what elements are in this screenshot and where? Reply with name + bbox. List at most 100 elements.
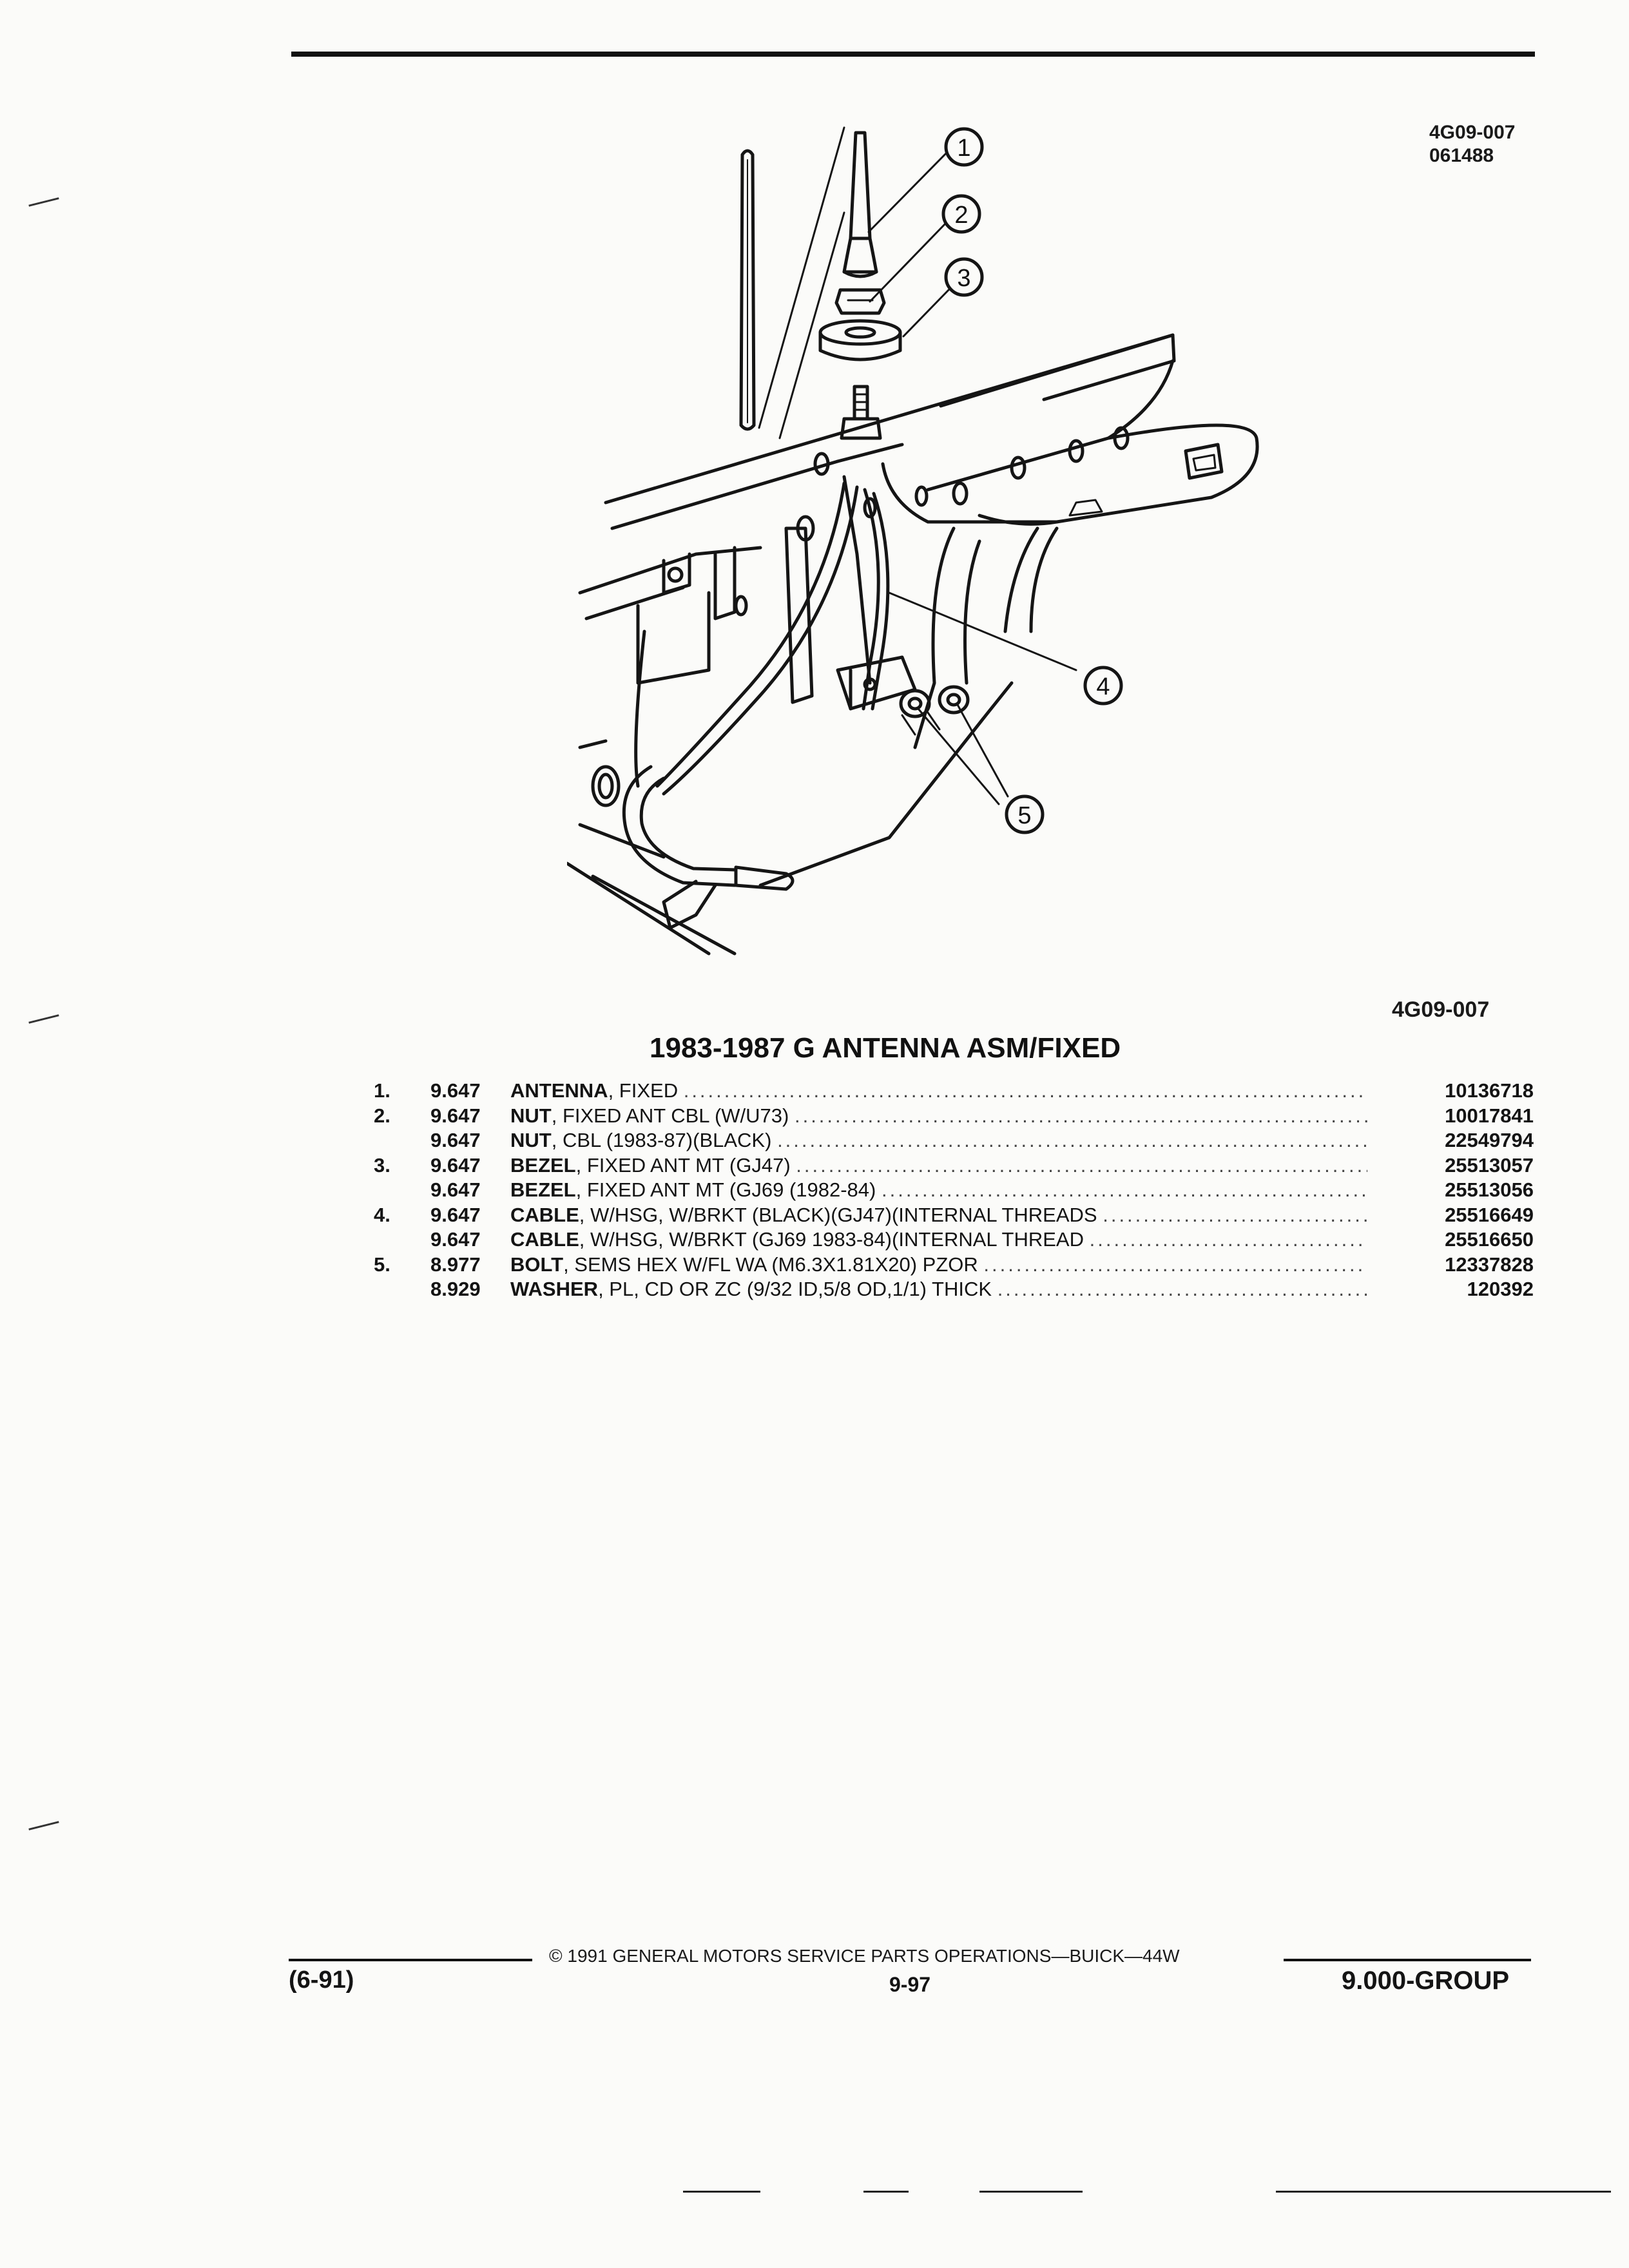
part-number: 25516649 xyxy=(1445,1203,1534,1226)
antenna-exploded-diagram: 1 2 3 4 5 xyxy=(567,103,1289,966)
item-number: 1. xyxy=(374,1079,390,1102)
scan-artifact-line xyxy=(1276,2191,1611,2193)
footer-rule-right xyxy=(1284,1959,1531,1961)
part-number: 120392 xyxy=(1467,1278,1534,1300)
group-number: 9.647 xyxy=(430,1203,481,1226)
page-title: 1983-1987 G ANTENNA ASM/FIXED xyxy=(650,1032,1121,1064)
scan-artifact-line xyxy=(683,2191,760,2193)
part-number: 10017841 xyxy=(1445,1104,1534,1127)
part-name: BEZEL xyxy=(510,1153,576,1177)
parts-row: 9.647 BEZEL, FIXED ANT MT (GJ69 (1982-84… xyxy=(374,1178,1534,1203)
part-spec: , SEMS HEX W/FL WA (M6.3X1.81X20) PZOR xyxy=(563,1253,978,1276)
part-description: BEZEL, FIXED ANT MT (GJ69 (1982-84) ....… xyxy=(510,1178,1367,1202)
part-name: BOLT xyxy=(510,1253,564,1276)
callout-1: 1 xyxy=(944,127,984,167)
part-spec: , FIXED xyxy=(608,1079,679,1102)
callout-3-label: 3 xyxy=(957,265,970,292)
cable-housing xyxy=(836,655,917,711)
part-name: CABLE xyxy=(510,1203,579,1226)
callout-5: 5 xyxy=(1005,794,1045,834)
callout-1-label: 1 xyxy=(957,135,970,162)
callout-5-label: 5 xyxy=(1017,802,1031,829)
parts-row: 5. 8.977 BOLT, SEMS HEX W/FL WA (M6.3X1.… xyxy=(374,1253,1534,1278)
page-number: 9-97 xyxy=(889,1973,931,1996)
dot-leader: ........................................… xyxy=(796,1153,1367,1177)
dot-leader: ........................................… xyxy=(983,1253,1367,1276)
parts-list: 1. 9.647 ANTENNA, FIXED ................… xyxy=(374,1079,1534,1302)
dot-leader: ........................................… xyxy=(1103,1203,1367,1226)
dot-leader: ........................................… xyxy=(1089,1228,1367,1251)
parts-row: 1. 9.647 ANTENNA, FIXED ................… xyxy=(374,1079,1534,1104)
group-number: 9.647 xyxy=(430,1178,481,1201)
group-number: 8.977 xyxy=(430,1253,481,1276)
part-number: 12337828 xyxy=(1445,1253,1534,1276)
scan-edge-mark xyxy=(28,1821,59,1831)
part-name: NUT xyxy=(510,1129,552,1151)
lower-panel xyxy=(567,681,1014,956)
scan-edge-mark xyxy=(28,197,59,207)
illustration-reference: 4G09-007 061488 xyxy=(1429,121,1515,168)
parts-row: 9.647 CABLE, W/HSG, W/BRKT (GJ69 1983-84… xyxy=(374,1227,1534,1253)
antenna-rod-reference xyxy=(739,126,845,439)
parts-row: 4. 9.647 CABLE, W/HSG, W/BRKT (BLACK)(GJ… xyxy=(374,1203,1534,1228)
parts-row: 2. 9.647 NUT, FIXED ANT CBL (W/U73) ....… xyxy=(374,1104,1534,1129)
part-spec: , PL, CD OR ZC (9/32 ID,5/8 OD,1/1) THIC… xyxy=(598,1278,992,1300)
part-spec: , FIXED ANT MT (GJ47) xyxy=(575,1153,791,1177)
part-description: CABLE, W/HSG, W/BRKT (BLACK)(GJ47)(INTER… xyxy=(510,1203,1367,1227)
dot-leader: ........................................… xyxy=(881,1178,1367,1201)
mounting-bolts xyxy=(899,685,970,736)
parts-row: 3. 9.647 BEZEL, FIXED ANT MT (GJ47) ....… xyxy=(374,1153,1534,1178)
part-spec: , W/HSG, W/BRKT (GJ69 1983-84)(INTERNAL … xyxy=(579,1228,1084,1251)
part-description: CABLE, W/HSG, W/BRKT (GJ69 1983-84)(INTE… xyxy=(510,1227,1367,1252)
part-spec: , W/HSG, W/BRKT (BLACK)(GJ47)(INTERNAL T… xyxy=(579,1203,1097,1226)
dot-leader: ........................................… xyxy=(777,1129,1367,1151)
part-number: 25513057 xyxy=(1445,1153,1534,1177)
callout-2-label: 2 xyxy=(954,202,968,229)
part-number: 25516650 xyxy=(1445,1228,1534,1251)
scan-edge-mark xyxy=(28,1014,59,1024)
part-spec: , FIXED ANT CBL (W/U73) xyxy=(551,1104,789,1127)
part-description: BEZEL, FIXED ANT MT (GJ47) .............… xyxy=(510,1153,1367,1178)
dot-leader: ........................................… xyxy=(794,1104,1367,1127)
fender-panel xyxy=(604,333,1259,530)
group-number: 9.647 xyxy=(430,1228,481,1251)
antenna-bezel xyxy=(818,319,902,361)
part-description: ANTENNA, FIXED .........................… xyxy=(510,1079,1367,1103)
mounting-bracket xyxy=(578,452,1059,788)
part-name: BEZEL xyxy=(510,1178,576,1201)
copyright-line: © 1991 GENERAL MOTORS SERVICE PARTS OPER… xyxy=(549,1946,1180,1966)
scan-artifact-line xyxy=(979,2191,1083,2193)
parts-row: 9.647 NUT, CBL (1983-87)(BLACK) ........… xyxy=(374,1128,1534,1153)
part-description: NUT, CBL (1983-87)(BLACK) ..............… xyxy=(510,1128,1367,1153)
reference-code: 4G09-007 xyxy=(1429,122,1516,143)
part-number: 25513056 xyxy=(1445,1178,1534,1201)
callout-4: 4 xyxy=(1083,666,1123,706)
callout-4-label: 4 xyxy=(1096,673,1110,700)
callout-3: 3 xyxy=(944,257,984,297)
group-number: 9.647 xyxy=(430,1104,481,1127)
scan-artifact-line xyxy=(863,2191,909,2193)
part-name: NUT xyxy=(510,1104,552,1127)
revision-date: (6-91) xyxy=(289,1966,354,1994)
part-number: 22549794 xyxy=(1445,1129,1534,1151)
part-description: NUT, FIXED ANT CBL (W/U73) .............… xyxy=(510,1104,1367,1128)
group-label: 9.000-GROUP xyxy=(1342,1966,1510,1995)
group-number: 9.647 xyxy=(430,1153,481,1177)
reference-date: 061488 xyxy=(1429,145,1494,166)
part-description: BOLT, SEMS HEX W/FL WA (M6.3X1.81X20) PZ… xyxy=(510,1253,1367,1277)
part-number: 10136718 xyxy=(1445,1079,1534,1102)
antenna-mast xyxy=(842,131,878,278)
footer-rule-left xyxy=(289,1959,532,1961)
part-name: WASHER xyxy=(510,1278,599,1300)
figure-code: 4G09-007 xyxy=(1392,997,1490,1022)
group-number: 8.929 xyxy=(430,1278,481,1300)
part-name: ANTENNA xyxy=(510,1079,608,1102)
dot-leader: ........................................… xyxy=(997,1278,1367,1300)
part-description: WASHER, PL, CD OR ZC (9/32 ID,5/8 OD,1/1… xyxy=(510,1277,1367,1302)
leader-lines xyxy=(867,148,1077,805)
item-number: 4. xyxy=(374,1203,390,1226)
dot-leader: ........................................… xyxy=(683,1079,1367,1102)
part-name: CABLE xyxy=(510,1228,579,1251)
part-spec: , CBL (1983-87)(BLACK) xyxy=(551,1129,772,1151)
header-rule xyxy=(291,52,1535,57)
